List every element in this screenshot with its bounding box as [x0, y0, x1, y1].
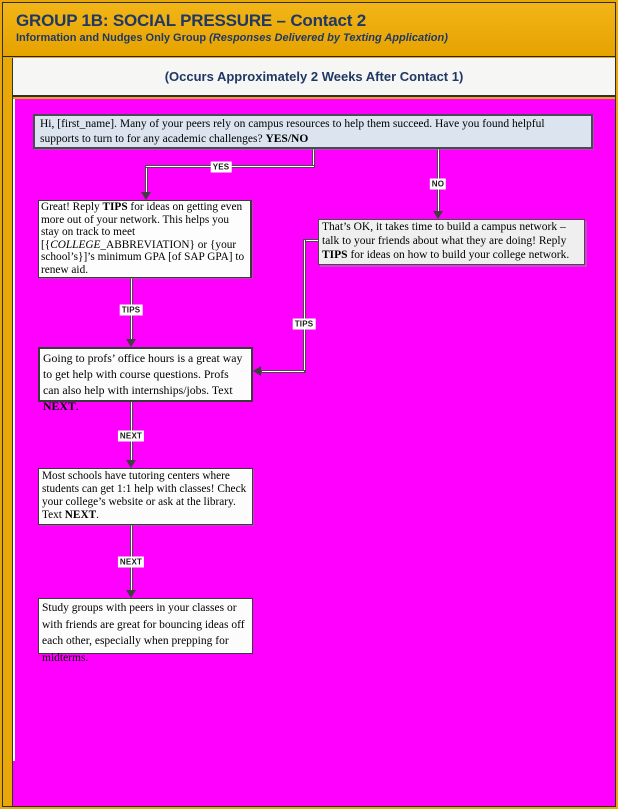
connector-label-tips: TIPS — [119, 304, 143, 316]
flow-box-greeting-text: Hi, [first_name]. Many of your peers rel… — [40, 118, 545, 145]
flow-box-yes-branch-text: Great! Reply TIPS for ideas on getting e… — [41, 201, 245, 276]
arrowhead-down-icon — [433, 211, 443, 219]
subtitle-plain: Information and Nudges Only Group — [16, 32, 210, 44]
connector-tips-segment — [303, 239, 306, 373]
flow-box-tutoring-text: Most schools have tutoring centers where… — [42, 470, 247, 521]
connector-label-tips: TIPS — [292, 318, 316, 330]
subtitle-italic: (Responses Delivered by Texting Applicat… — [209, 32, 448, 44]
arrowhead-down-icon — [126, 590, 136, 598]
flow-box-greeting: Hi, [first_name]. Many of your peers rel… — [33, 114, 593, 149]
flow-box-no-branch: That’s OK, it takes time to build a camp… — [318, 219, 585, 265]
flow-box-no-branch-text: That’s OK, it takes time to build a camp… — [322, 221, 570, 261]
page-title: GROUP 1B: SOCIAL PRESSURE – Contact 2 — [16, 11, 366, 30]
connector-label-next: NEXT — [117, 556, 145, 568]
timing-banner-text: (Occurs Approximately 2 Weeks After Cont… — [164, 69, 464, 84]
connector-label-yes: YES — [210, 161, 232, 173]
flow-box-tutoring: Most schools have tutoring centers where… — [38, 468, 253, 525]
flow-box-office-hours-text: Going to profs’ office hours is a great … — [43, 351, 243, 413]
arrowhead-left-icon — [253, 366, 261, 376]
left-stripe-divider — [12, 58, 13, 806]
flow-box-study-groups-text: Study groups with peers in your classes … — [42, 602, 245, 664]
connector-label-next: NEXT — [117, 430, 145, 442]
page-subtitle: Information and Nudges Only Group (Respo… — [16, 31, 615, 45]
connector-yes-segment — [145, 167, 148, 194]
left-white-gap — [13, 99, 15, 761]
arrowhead-down-icon — [141, 192, 151, 200]
connector-label-no: NO — [429, 178, 447, 190]
arrowhead-down-icon — [126, 460, 136, 468]
timing-banner: (Occurs Approximately 2 Weeks After Cont… — [13, 58, 615, 97]
flow-box-office-hours: Going to profs’ office hours is a great … — [38, 347, 253, 413]
group-header: GROUP 1B: SOCIAL PRESSURE – Contact 2 In… — [3, 3, 615, 57]
arrowhead-down-icon — [126, 339, 136, 347]
flow-box-yes-branch: Great! Reply TIPS for ideas on getting e… — [38, 200, 252, 278]
connector-tips-segment — [261, 370, 305, 373]
flow-box-study-groups: Study groups with peers in your classes … — [38, 598, 253, 664]
